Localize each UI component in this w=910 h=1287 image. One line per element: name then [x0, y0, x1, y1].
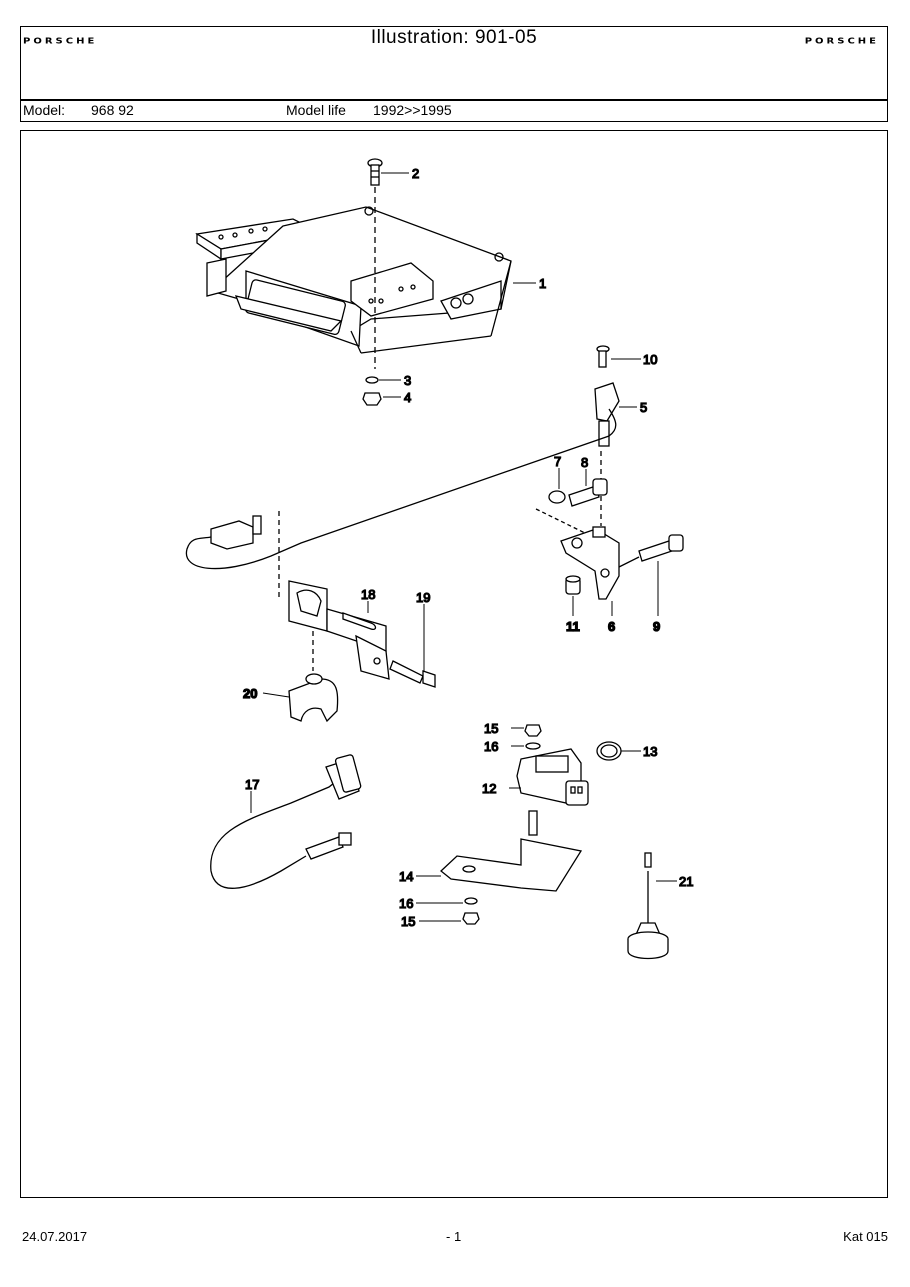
- bolt-part-9: [638, 534, 684, 562]
- callout-17: 17: [245, 777, 259, 792]
- bolt-part-8: [568, 478, 608, 507]
- washer-part-7: [548, 490, 566, 504]
- clip-part-20: [288, 673, 339, 723]
- callout-7: 7: [554, 454, 561, 469]
- callout-16-bottom: 16: [399, 896, 413, 911]
- exploded-parts-diagram: 2 1 3 4 10 5 7 8 11 6 9 18 19 20 15 16 1…: [185, 158, 694, 960]
- plug-part-11: [565, 575, 581, 595]
- model-row: Model: 968 92 Model life 1992>>1995: [21, 102, 887, 120]
- porsche-logo-left: PORSCHE: [23, 37, 98, 46]
- sensor-cable: [185, 408, 617, 570]
- part-21: [627, 852, 669, 960]
- callout-14: 14: [399, 869, 413, 884]
- callout-4: 4: [404, 390, 411, 405]
- nut-part-4: [362, 392, 382, 406]
- model-life-value: 1992>>1995: [373, 102, 452, 118]
- sensor-part-12: [516, 748, 589, 806]
- model-label: Model:: [23, 102, 66, 118]
- callout-5: 5: [640, 400, 647, 415]
- control-unit-part-1: [195, 206, 512, 354]
- callout-21: 21: [679, 874, 693, 889]
- nut-part-15-bottom: [462, 912, 480, 925]
- callout-20: 20: [243, 686, 257, 701]
- cable-part-17: [210, 754, 362, 889]
- leader-lines: [250, 172, 677, 922]
- nut-part-15-top: [524, 724, 542, 737]
- callout-3: 3: [404, 373, 411, 388]
- callout-11: 11: [566, 619, 580, 634]
- callout-1: 1: [539, 276, 546, 291]
- header-box: PORSCHE Illustration: 901-05 PORSCHE Mod…: [20, 26, 888, 122]
- callout-9: 9: [653, 619, 660, 634]
- callout-8: 8: [581, 455, 588, 470]
- callout-13: 13: [643, 744, 657, 759]
- bracket-part-6: [560, 526, 620, 600]
- header-divider: [21, 99, 887, 101]
- sensor-part-5: [594, 382, 620, 447]
- washer-part-16-bottom: [464, 897, 478, 905]
- callout-12: 12: [482, 781, 496, 796]
- illustration-frame: 2 1 3 4 10 5 7 8 11 6 9 18 19 20 15 16 1…: [20, 130, 888, 1198]
- model-life-label: Model life: [286, 102, 346, 118]
- callout-19: 19: [416, 590, 430, 605]
- footer-catalog: Kat 015: [843, 1229, 888, 1244]
- callout-10: 10: [643, 352, 657, 367]
- bracket-part-18: [288, 580, 390, 680]
- washer-part-3: [365, 376, 379, 384]
- callout-18: 18: [361, 587, 375, 602]
- callout-15-top: 15: [484, 721, 498, 736]
- footer-page: - 1: [446, 1229, 462, 1244]
- callout-16-top: 16: [484, 739, 498, 754]
- model-value: 968 92: [91, 102, 134, 118]
- porsche-logo-right: PORSCHE: [804, 37, 879, 46]
- screw-part-10: [596, 345, 610, 368]
- screw-part-2: [367, 158, 383, 186]
- footer-date: 24.07.2017: [22, 1229, 88, 1244]
- callout-6: 6: [608, 619, 615, 634]
- callout-15-bottom: 15: [401, 914, 415, 929]
- screw-part-19: [389, 660, 436, 688]
- cable-connector: [210, 515, 262, 550]
- washer-part-16-top: [525, 742, 541, 750]
- bracket-part-14: [440, 838, 583, 892]
- callout-2: 2: [412, 166, 419, 181]
- illustration-title: Illustration: 901-05: [370, 27, 538, 48]
